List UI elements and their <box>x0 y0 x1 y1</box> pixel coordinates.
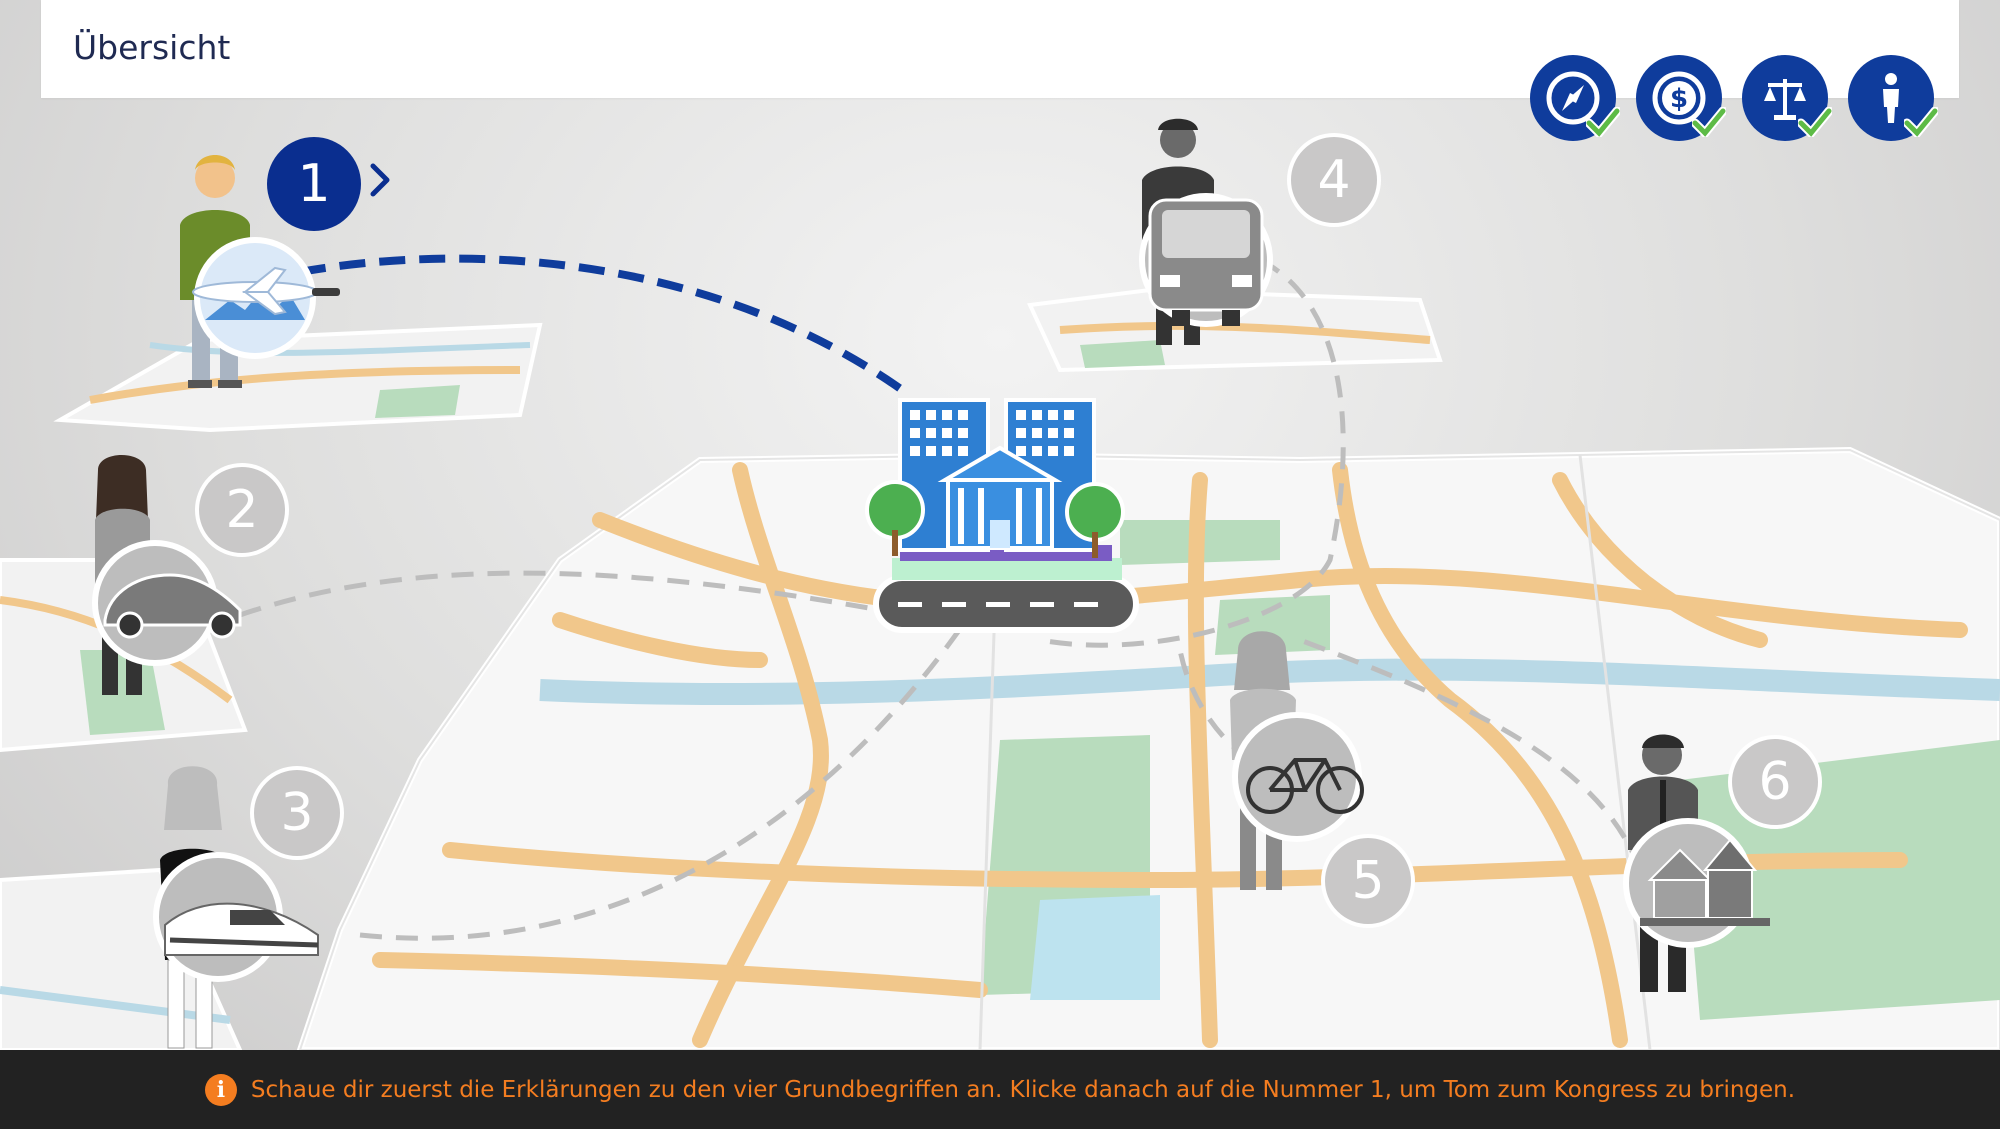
bicycle-transport-icon <box>1232 712 1364 842</box>
station-2-button[interactable]: 2 <box>195 463 289 557</box>
compass-icon <box>1546 71 1600 125</box>
check-icon <box>1798 107 1832 137</box>
station-6-button[interactable]: 6 <box>1728 735 1822 829</box>
justice-status-icon[interactable] <box>1742 55 1832 141</box>
small-map-4 <box>1027 287 1443 373</box>
station-3-transport-target[interactable] <box>154 853 282 981</box>
train-transport-icon <box>153 852 319 982</box>
dollar-coin-icon: $ <box>1652 71 1706 125</box>
footer-text: Schaue dir zuerst die Erklärungen zu den… <box>250 1076 1796 1103</box>
house-transport-icon <box>1623 818 1770 948</box>
route-active-1 <box>299 254 908 396</box>
station-6-transport-target[interactable] <box>1624 819 1752 947</box>
station-4-button[interactable]: 4 <box>1287 133 1381 227</box>
station-3-button[interactable]: 3 <box>250 766 344 860</box>
station-4-transport-target[interactable] <box>1140 194 1272 326</box>
check-icon <box>1586 107 1620 137</box>
airplane-transport-icon <box>192 237 340 359</box>
car-transport-icon <box>92 540 242 666</box>
check-icon <box>1904 107 1938 137</box>
justice-scale-icon <box>1764 79 1806 120</box>
check-icon <box>1692 107 1726 137</box>
small-map-1 <box>53 322 543 433</box>
footer-info-bar: i Schaue dir zuerst die Erklärungen zu d… <box>0 1050 2000 1129</box>
dollar-status-icon[interactable]: $ <box>1636 55 1726 141</box>
footer-message: i Schaue dir zuerst die Erklärungen zu d… <box>0 1050 2000 1129</box>
station-1-button[interactable]: 1 <box>267 137 361 231</box>
station-5-button[interactable]: 5 <box>1321 834 1415 928</box>
chevron-right-icon[interactable] <box>365 158 395 202</box>
congress-building-icon <box>865 398 1139 633</box>
svg-text:$: $ <box>1670 84 1688 114</box>
person-icon <box>1883 73 1899 123</box>
bus-transport-icon <box>1139 193 1273 327</box>
page-title: Übersicht <box>73 28 231 67</box>
central-map <box>295 446 2000 1053</box>
compass-status-icon[interactable] <box>1530 55 1620 141</box>
station-2-transport-target[interactable] <box>92 540 218 666</box>
station-1-transport-target[interactable] <box>190 235 320 365</box>
person-status-icon[interactable] <box>1848 55 1938 141</box>
station-5-transport-target[interactable] <box>1233 713 1361 841</box>
info-icon: i <box>204 1073 237 1106</box>
status-icons: $ <box>1530 55 1938 141</box>
